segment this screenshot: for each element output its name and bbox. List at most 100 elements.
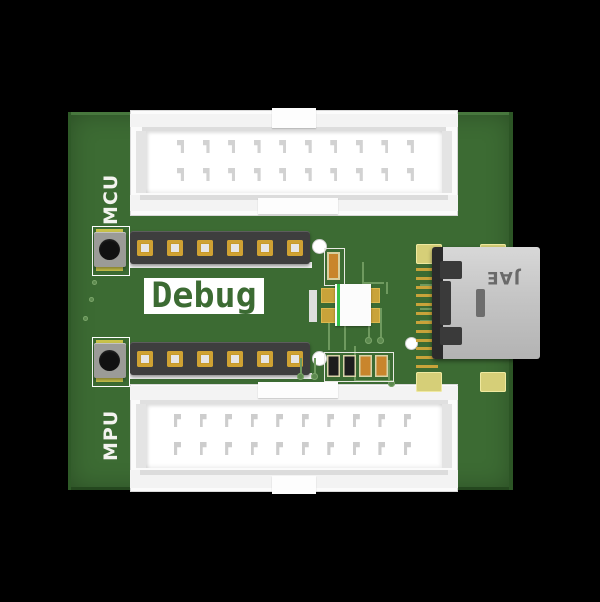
connector-pin: [174, 168, 184, 181]
pcb-trace: [328, 312, 330, 350]
connector-pin: [251, 140, 261, 153]
connector-pin: [301, 442, 312, 455]
pcb-trace: [344, 312, 346, 350]
connector-pin: [404, 140, 414, 153]
test-point: [313, 352, 326, 365]
via: [377, 337, 384, 344]
header-contact: [287, 350, 303, 367]
connector-pin: [200, 168, 210, 181]
connector-pin: [276, 140, 287, 153]
shroud-key-notch-bottom: [258, 198, 338, 214]
reset-button-mcu[interactable]: [94, 232, 126, 267]
header-contact: [137, 239, 153, 256]
ic-thermal-pad: [309, 290, 317, 322]
pin-header-top[interactable]: [130, 231, 310, 264]
connector-pin: [199, 442, 210, 455]
pcb-trace: [388, 360, 390, 382]
connector-pin: [174, 414, 184, 427]
via: [365, 337, 372, 344]
pin-header-bottom-shadow: [130, 373, 312, 379]
smd-capacitor: [343, 355, 356, 377]
connector-mcu-header[interactable]: [130, 108, 458, 216]
silkscreen-label-mcu: MCU: [100, 173, 122, 225]
component-outline-silk: [324, 248, 345, 286]
connector-pin: [225, 414, 235, 427]
connector-pin: [302, 168, 312, 181]
pcb-trace: [362, 282, 384, 284]
via: [388, 380, 395, 387]
via: [297, 373, 304, 380]
pin-header-top-shadow: [130, 262, 312, 268]
via: [92, 280, 97, 285]
shroud-key-notch-bottom: [272, 476, 316, 494]
usb-mouth-lower: [440, 327, 462, 345]
header-contact: [227, 239, 243, 256]
connector-pin: [225, 168, 236, 181]
connector-pin: [302, 140, 312, 153]
header-contact: [137, 350, 153, 367]
pin-header-bottom[interactable]: [130, 342, 310, 375]
board-edge-left: [68, 112, 71, 490]
connector-pin: [276, 442, 286, 455]
usb-pad-fingers: [416, 268, 438, 368]
connector-pin: [174, 140, 184, 153]
pin-row-upper: [174, 140, 414, 153]
connector-pin: [225, 442, 235, 455]
switch-outline-silk: [92, 337, 130, 387]
connector-pin: [378, 140, 389, 153]
connector-pin: [353, 140, 363, 153]
connector-pin: [276, 414, 286, 427]
connector-pin: [251, 168, 261, 181]
button-cap-icon: [99, 238, 120, 260]
button-cap-icon: [99, 349, 120, 371]
connector-pin: [301, 414, 312, 427]
smd-resistor: [327, 252, 340, 280]
connector-pin: [327, 168, 338, 181]
via: [83, 316, 88, 321]
header-contact: [167, 239, 183, 256]
connector-pin: [403, 442, 414, 455]
connector-pin: [276, 168, 287, 181]
connector-pin: [200, 140, 210, 153]
component-outline-silk: [324, 352, 394, 382]
smd-resistor: [375, 355, 388, 377]
pin-row-lower: [174, 168, 414, 181]
connector-pin: [404, 168, 414, 181]
usb-tongue: [476, 289, 485, 317]
header-contact: [167, 350, 183, 367]
test-point: [406, 338, 417, 349]
connector-pin: [378, 168, 389, 181]
via: [89, 297, 94, 302]
connector-mpu-header[interactable]: [130, 382, 458, 494]
header-contact: [287, 239, 303, 256]
usb-mouth-mid: [440, 281, 451, 325]
connector-pin: [353, 168, 363, 181]
silkscreen-debug-text: Debug: [151, 275, 257, 316]
pcb-trace: [386, 282, 388, 294]
pin-row-upper: [174, 414, 414, 427]
reset-button-mpu[interactable]: [94, 343, 126, 378]
shroud-cavity: [146, 131, 442, 193]
switch-outline-silk: [92, 226, 130, 276]
pcb-trace: [300, 358, 302, 376]
smd-capacitor: [327, 355, 340, 377]
silkscreen-label-debug: Debug: [144, 278, 264, 314]
connector-pin: [403, 414, 414, 427]
shroud-key-notch-top: [258, 382, 338, 398]
shroud-key-notch-top: [272, 108, 316, 128]
connector-pin: [174, 442, 184, 455]
via: [311, 373, 318, 380]
pcb-trace: [380, 308, 382, 342]
usb-c-connector[interactable]: JAE: [432, 247, 540, 359]
connector-pin: [378, 442, 388, 455]
usb-front-lip: [432, 247, 443, 359]
pcb-trace: [362, 262, 364, 284]
connector-pin: [352, 414, 363, 427]
connector-pin: [199, 414, 210, 427]
header-contact: [197, 350, 213, 367]
pin-row-lower: [174, 442, 414, 455]
smd-resistor: [359, 355, 372, 377]
connector-pin: [327, 442, 337, 455]
connector-pin: [250, 414, 261, 427]
